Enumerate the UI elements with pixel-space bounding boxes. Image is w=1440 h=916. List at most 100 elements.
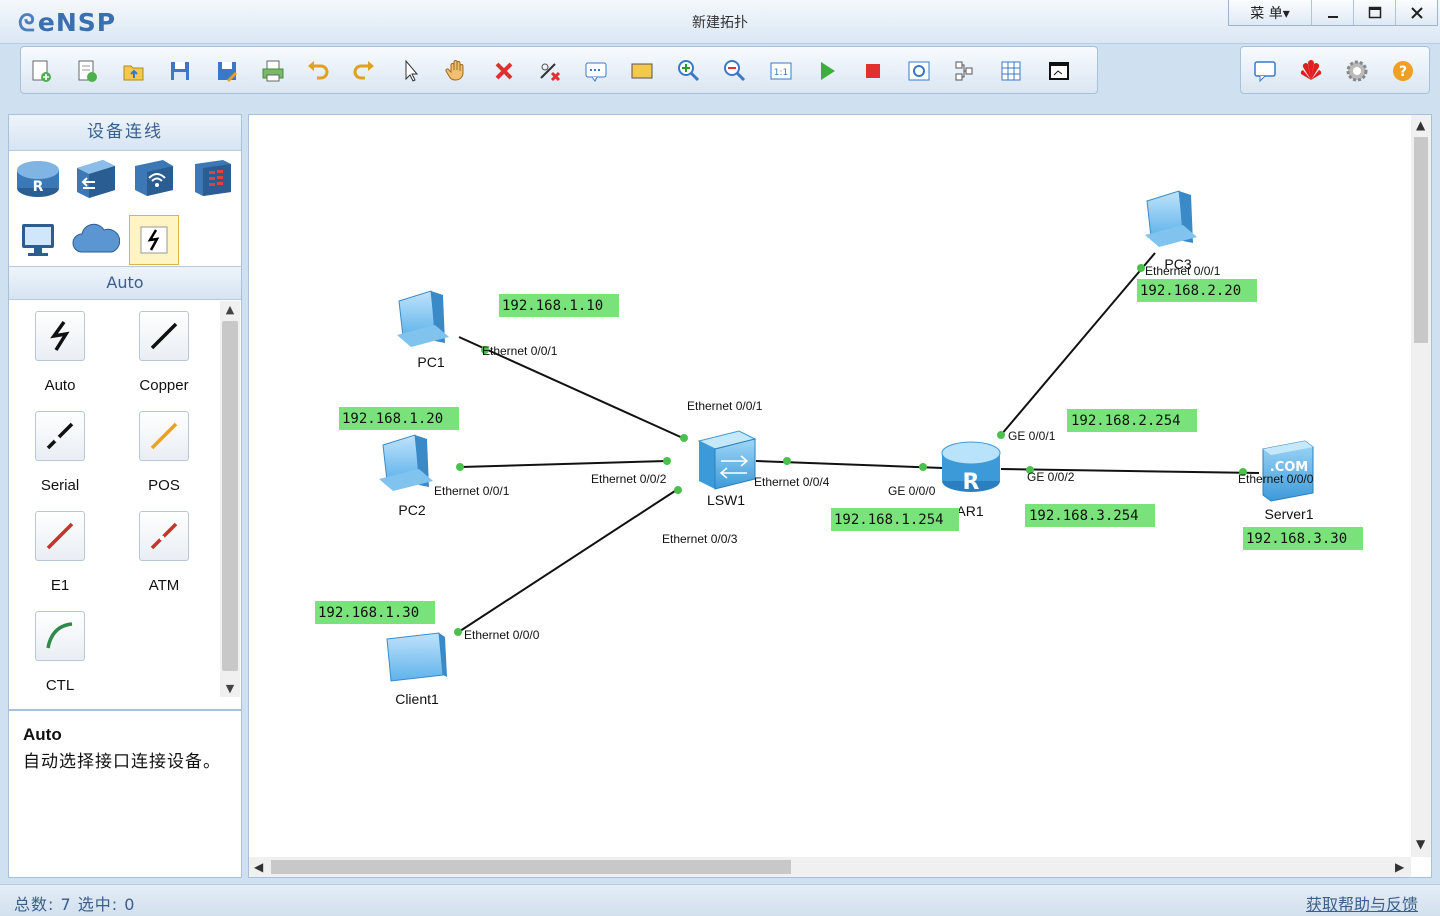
zoom-in-button[interactable] xyxy=(675,57,703,85)
settings-icon xyxy=(1346,60,1368,82)
canvas-vertical-scrollbar[interactable]: ▲ ▼ xyxy=(1411,115,1431,857)
pc3-device[interactable]: PC3 xyxy=(1145,190,1197,272)
zoom-in-icon xyxy=(678,60,700,82)
new-topology-button[interactable] xyxy=(27,57,55,85)
topology-button[interactable] xyxy=(951,57,979,85)
maximize-button[interactable] xyxy=(1353,0,1395,25)
link-pc2-lsw1[interactable] xyxy=(460,460,668,468)
cable-list-scrollbar[interactable]: ▲ ▼ xyxy=(220,301,240,697)
delete-link-button[interactable] xyxy=(536,57,564,85)
delete-button[interactable] xyxy=(490,57,518,85)
pan-button[interactable] xyxy=(443,57,471,85)
console-button[interactable] xyxy=(1045,57,1073,85)
add-shape-button[interactable] xyxy=(628,57,656,85)
selected-category-label: Auto xyxy=(9,266,241,300)
cloud-category-icon[interactable] xyxy=(71,215,121,265)
device-label: PC2 xyxy=(398,502,425,518)
svg-text:1:1: 1:1 xyxy=(774,68,788,78)
huawei-button[interactable] xyxy=(1297,57,1325,85)
serial-cable-icon xyxy=(46,422,74,450)
atm-cable-icon xyxy=(150,522,178,550)
pc1-device[interactable]: PC1 xyxy=(397,290,449,370)
link-pc1-lsw1[interactable] xyxy=(458,336,686,440)
close-button[interactable] xyxy=(1395,0,1437,25)
scroll-left-icon[interactable]: ◀ xyxy=(254,860,264,874)
firewall-category-icon[interactable] xyxy=(187,153,237,203)
cable-e1[interactable]: E1 xyxy=(10,511,110,594)
stop-all-button[interactable] xyxy=(859,57,887,85)
settings-button[interactable] xyxy=(1343,57,1371,85)
wlan-category-icon[interactable] xyxy=(129,153,179,203)
help-feedback-link[interactable]: 获取帮助与反馈 xyxy=(1305,895,1418,914)
lsw1-device[interactable]: LSW1 xyxy=(697,430,757,508)
server1-device[interactable]: .COM Server1 xyxy=(1262,440,1314,522)
canvas-horizontal-scrollbar[interactable]: ◀ ▶ xyxy=(249,857,1411,877)
cable-label: Copper xyxy=(139,377,189,394)
panel-header: 设备连线 xyxy=(9,115,241,151)
ip-label: 192.168.2.254 xyxy=(1071,413,1181,429)
minimize-button[interactable] xyxy=(1311,0,1353,25)
device-label: LSW1 xyxy=(707,492,745,508)
ip-label: 192.168.2.20 xyxy=(1140,283,1241,299)
close-icon xyxy=(1410,6,1423,19)
add-text-button[interactable] xyxy=(582,57,610,85)
status-bar: 总数: 7 选中: 0 获取帮助与反馈 xyxy=(0,884,1440,916)
scroll-right-icon[interactable]: ▶ xyxy=(1395,860,1405,874)
grid-button[interactable] xyxy=(997,57,1025,85)
print-button[interactable] xyxy=(259,57,287,85)
scrollbar-thumb[interactable] xyxy=(222,321,238,671)
capture-button[interactable] xyxy=(905,57,933,85)
scroll-up-icon[interactable]: ▲ xyxy=(225,303,235,316)
link-ar1-server1[interactable] xyxy=(1000,468,1260,474)
scroll-down-icon[interactable]: ▼ xyxy=(225,682,235,695)
open-button[interactable] xyxy=(120,57,148,85)
cable-serial[interactable]: Serial xyxy=(10,411,110,494)
help-button[interactable]: ? xyxy=(1389,57,1417,85)
scroll-down-icon[interactable]: ▼ xyxy=(1416,837,1426,851)
fit-button[interactable]: 1:1 xyxy=(767,57,795,85)
save-button[interactable] xyxy=(166,57,194,85)
zoom-out-button[interactable] xyxy=(721,57,749,85)
cable-label: ATM xyxy=(148,577,180,594)
port-label: Ethernet 0/0/3 xyxy=(662,532,738,546)
client1-device[interactable]: HTTP Client1 xyxy=(386,632,447,707)
terminal-category-icon[interactable] xyxy=(13,215,63,265)
start-all-button[interactable] xyxy=(813,57,841,85)
select-button[interactable] xyxy=(397,57,425,85)
undo-button[interactable] xyxy=(304,57,332,85)
redo-button[interactable] xyxy=(350,57,378,85)
new-example-button[interactable] xyxy=(73,57,101,85)
port-label: GE 0/0/2 xyxy=(1027,470,1075,484)
device-label: PC3 xyxy=(1164,256,1191,272)
pc2-device[interactable]: PC2 xyxy=(379,434,433,518)
menu-button[interactable]: 菜 单▾ xyxy=(1250,5,1290,22)
link-ar1-pc3[interactable] xyxy=(1000,252,1156,436)
stop-all-icon xyxy=(866,64,880,78)
svg-text:HTTP: HTTP xyxy=(409,653,427,661)
scrollbar-thumb[interactable] xyxy=(1414,137,1428,343)
save-as-button[interactable] xyxy=(213,57,241,85)
ar1-device[interactable]: R AR1 xyxy=(941,441,1001,519)
scrollbar-thumb[interactable] xyxy=(271,860,791,874)
ip-label: 192.168.1.254 xyxy=(834,512,944,528)
links xyxy=(456,252,1260,634)
cable-atm[interactable]: ATM xyxy=(114,511,214,594)
scroll-up-icon[interactable]: ▲ xyxy=(1416,118,1426,132)
chat-icon xyxy=(1254,61,1276,83)
router-category-icon[interactable]: R xyxy=(13,153,63,203)
switch-category-icon[interactable] xyxy=(71,153,121,203)
cable-ctl[interactable]: CTL xyxy=(10,611,110,694)
topology-diagram[interactable]: PC1 PC2 PC3 HTTP Client1 L xyxy=(249,115,1411,857)
cable-pos[interactable]: POS xyxy=(114,411,214,494)
console-icon xyxy=(1049,62,1069,80)
topology-canvas[interactable]: PC1 PC2 PC3 HTTP Client1 L xyxy=(248,114,1432,878)
cable-copper[interactable]: Copper xyxy=(114,311,214,394)
link-client1-lsw1[interactable] xyxy=(456,488,679,634)
undo-icon xyxy=(308,61,329,80)
port-dots xyxy=(454,264,1247,636)
chat-button[interactable] xyxy=(1251,57,1279,85)
secondary-toolbar: ? xyxy=(1240,46,1430,94)
cable-auto[interactable]: Auto xyxy=(10,311,110,394)
cable-label: POS xyxy=(148,477,180,494)
cable-category-icon[interactable] xyxy=(129,215,179,265)
